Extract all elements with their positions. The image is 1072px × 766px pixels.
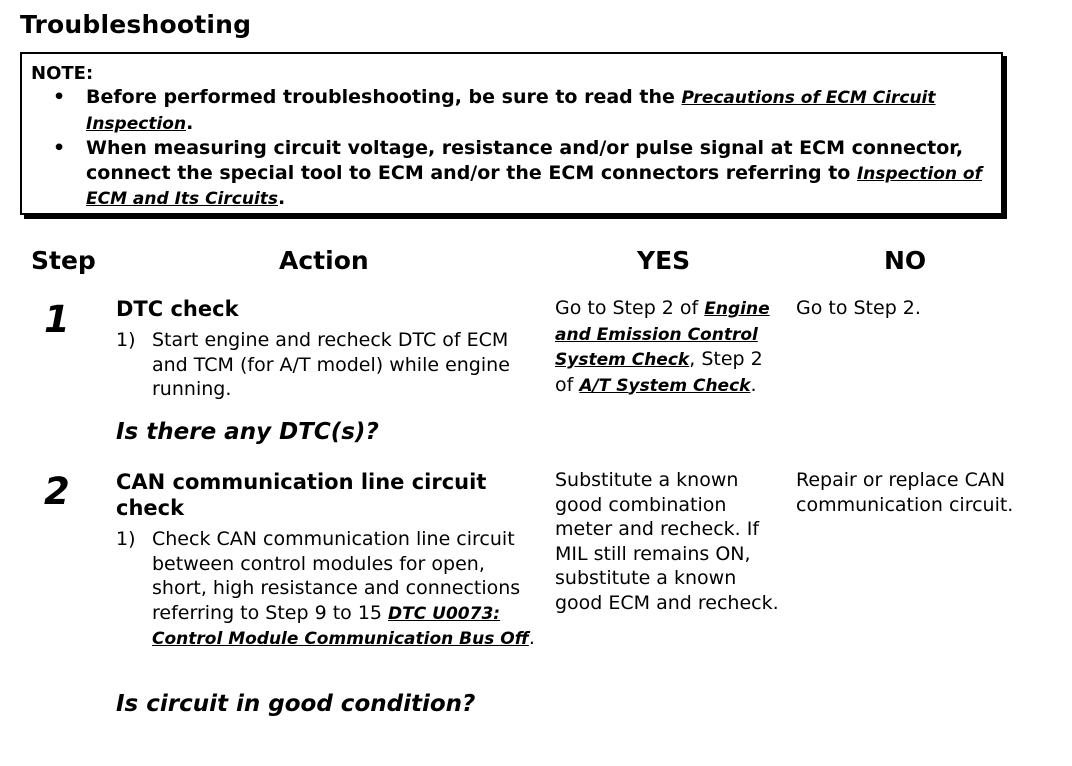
bullet-icon: • xyxy=(53,86,66,108)
dtc-u0073-link[interactable]: DTC U0073: Control Module Communication … xyxy=(152,603,529,650)
inspection-link[interactable]: Inspection of ECM and Its Circuits xyxy=(86,163,983,210)
no-cell: Go to Step 2. xyxy=(796,297,921,319)
header-no: NO xyxy=(884,246,927,275)
item-number: 1) xyxy=(116,329,136,351)
note-text: When measuring circuit voltage, resistan… xyxy=(86,137,964,184)
emission-check-link[interactable]: Engine and Emission Control System Check xyxy=(555,299,770,370)
note-text-end: . xyxy=(278,187,286,209)
step-question: Is circuit in good condition? xyxy=(116,691,476,717)
action-title: DTC check xyxy=(116,297,239,321)
action-title: CAN communication line circuit check xyxy=(116,470,487,520)
yes-cell: Substitute a known good combination mete… xyxy=(555,469,779,614)
yes-text: . xyxy=(750,373,757,396)
step-number: 2 xyxy=(44,470,70,513)
note-box: NOTE: • Before performed troubleshooting… xyxy=(20,52,1003,215)
item-number: 1) xyxy=(116,528,136,550)
no-cell: Repair or replace CAN communication circ… xyxy=(796,469,1014,516)
note-label: NOTE: xyxy=(31,63,94,84)
step-question: Is there any DTC(s)? xyxy=(116,419,379,445)
step-number: 1 xyxy=(44,298,70,341)
action-item: 1) Check CAN communication line circuit … xyxy=(116,527,537,652)
bullet-icon: • xyxy=(53,137,66,159)
note-item: • When measuring circuit voltage, resist… xyxy=(31,136,991,212)
note-item: • Before performed troubleshooting, be s… xyxy=(31,85,991,136)
action-cell: CAN communication line circuit check 1) … xyxy=(116,469,541,652)
header-action: Action xyxy=(279,246,369,275)
item-text: Start engine and recheck DTC of ECM and … xyxy=(152,329,510,400)
item-text-end: . xyxy=(528,627,535,649)
yes-cell: Go to Step 2 of Engine and Emission Cont… xyxy=(555,296,785,398)
yes-text: Go to Step 2 of xyxy=(555,297,705,319)
page-title: Troubleshooting xyxy=(20,10,252,39)
note-text-end: . xyxy=(186,111,194,134)
action-cell: DTC check 1) Start engine and recheck DT… xyxy=(116,296,541,402)
note-list: • Before performed troubleshooting, be s… xyxy=(31,85,991,212)
header-yes: YES xyxy=(637,246,691,275)
item-text: Check CAN communication line circuit bet… xyxy=(152,528,521,624)
header-step: Step xyxy=(31,246,96,275)
precautions-link[interactable]: Precautions of ECM Circuit Inspection xyxy=(86,88,936,134)
note-text: Before performed troubleshooting, be sur… xyxy=(86,86,682,108)
yes-text: , Step 2 of xyxy=(555,348,763,396)
at-system-check-link[interactable]: A/T System Check xyxy=(579,375,751,396)
action-item: 1) Start engine and recheck DTC of ECM a… xyxy=(116,328,541,402)
